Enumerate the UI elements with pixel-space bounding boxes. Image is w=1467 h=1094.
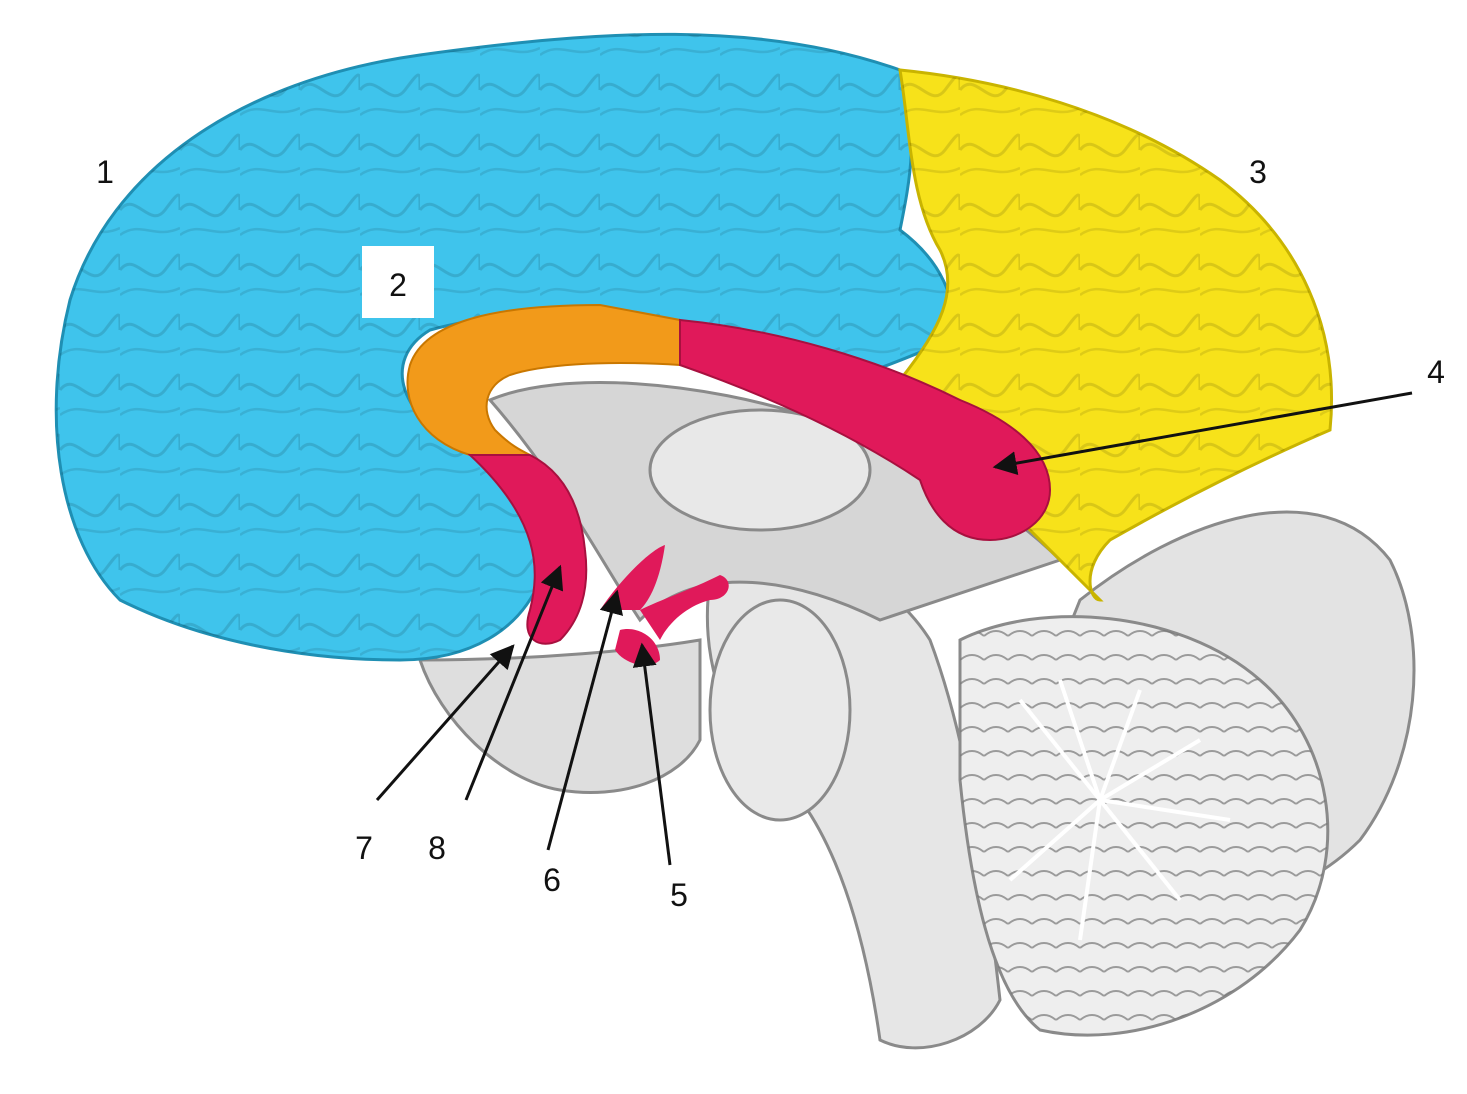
arbor-vitae (1008, 679, 1231, 941)
label-2-box (362, 246, 434, 318)
cerebellum-folia (960, 616, 1328, 1036)
label-4: 4 (1427, 354, 1445, 390)
label-6: 6 (543, 862, 561, 898)
thalamus (648, 408, 872, 532)
label-5: 5 (670, 877, 688, 913)
arrow-8 (464, 564, 564, 801)
label-2: 2 (389, 267, 407, 303)
arrow-6 (546, 589, 624, 851)
midbrain-ring (708, 598, 852, 822)
temporal-grey-region (417, 638, 702, 795)
arrow-7 (375, 644, 515, 801)
arrow-4 (992, 391, 1413, 476)
label-7: 7 (355, 830, 373, 866)
label-3: 3 (1249, 154, 1267, 190)
limbic-red-hook (467, 454, 588, 645)
label-1: 1 (96, 154, 114, 190)
arrows (375, 391, 1413, 866)
limbic-red-small-2 (640, 575, 729, 640)
region-1-gyri-texture (56, 34, 953, 661)
limbic-red-band (679, 318, 1052, 542)
arrow-5 (632, 642, 672, 866)
region-2-orange-band (406, 303, 681, 456)
label-8: 8 (428, 830, 446, 866)
